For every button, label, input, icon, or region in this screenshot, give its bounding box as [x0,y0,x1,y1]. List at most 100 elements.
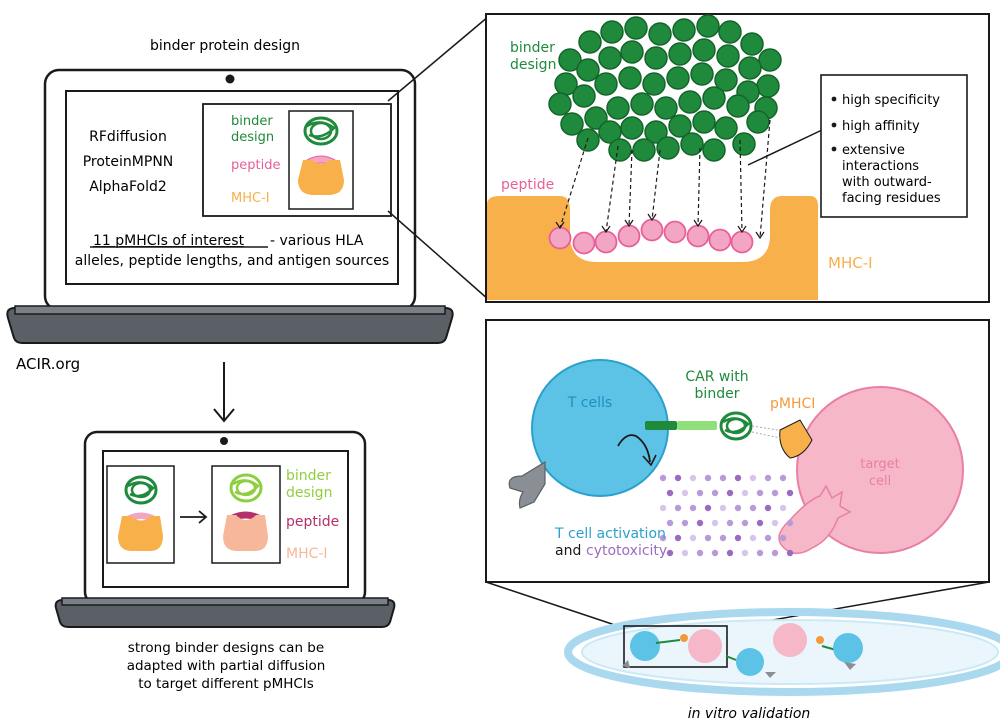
granule-dot [719,474,727,482]
car-contact-line2 [751,431,781,439]
zoom-panel: binder design peptide MHC-I high specifi… [485,13,990,303]
granule-dot [659,504,667,512]
activation-label: T cell activation [554,526,666,542]
activation-arrowhead [642,454,657,467]
original-mhc [118,516,163,551]
granule-dot [786,549,794,557]
contact-arrowhead [647,213,657,222]
granule-dot [764,504,772,512]
peptide-bead [617,224,641,248]
granule-dot [749,534,757,542]
granule-dot [734,534,742,542]
inset-binder-label: binder [231,114,273,129]
adapted-binder-scribble [229,473,263,503]
caption-line2: adapted with partial diffusion [127,658,326,674]
binder-bead [758,48,782,72]
granule-dot [666,519,674,527]
inset-design-label: design [231,130,274,145]
binder-bead [718,20,742,44]
bottom-laptop: binder design peptide MHC-I [54,430,396,628]
granule-dot [711,549,719,557]
granule-dot [666,489,674,497]
granule-dot [719,534,727,542]
dish-caption: in vitro validation [688,706,811,722]
granule-dot [726,519,734,527]
granule-dot [764,534,772,542]
top-laptop-base [6,307,454,344]
target-pmhci [779,419,813,459]
down-arrowhead [213,408,235,423]
contact-line [651,149,661,221]
binder-bead [756,74,780,98]
car-transmembrane [645,421,677,430]
binder-bead [672,18,696,42]
bullet-pointer [747,129,823,166]
zoom-binder-label: binder [510,40,555,56]
binder-bead [594,72,618,96]
binder-bead [740,32,764,56]
binder-bead [644,46,668,70]
granule-dot [771,519,779,527]
zoom-contact-lines [555,119,771,240]
binder-bead [714,68,738,92]
granule-dot [734,504,742,512]
granule-dot [779,474,787,482]
binder-bead [666,66,690,90]
and-label: and [555,543,581,559]
bottom-binder-label: binder [286,468,331,484]
peptide-bead [572,231,596,255]
granule-dot [779,504,787,512]
granule-dot [779,534,787,542]
binder-bead [714,116,738,140]
granule-dot [756,489,764,497]
granule-dot [704,504,712,512]
binder-bead [620,116,644,140]
binder-bead [668,42,692,66]
granule-dot [711,519,719,527]
binder-bead [746,110,770,134]
binder-bead [558,48,582,72]
binder-bead [606,96,630,120]
granule-dot [719,504,727,512]
peptide-bead [686,224,710,248]
granule-dot [666,549,674,557]
tool-alphafold2: AlphaFold2 [89,179,167,195]
binder-bead [702,86,726,110]
granule-dot [681,519,689,527]
bullet-specificity: high specificity [842,93,940,108]
granule-dot [741,489,749,497]
dish-cells [622,623,863,678]
bullet-dot-1 [831,96,837,102]
contact-line [605,145,619,233]
binder-bead [696,14,720,38]
bottom-laptop-base [54,599,396,628]
binder-bead [600,20,624,44]
pmhci-label: pMHCI [770,396,815,412]
top-laptop-hinge [14,305,446,315]
granule-dot [764,474,772,482]
granule-dot [659,474,667,482]
binder-bead [692,38,716,62]
panel-line-left [485,581,625,629]
granule-dot [696,489,704,497]
granule-dot [726,549,734,557]
binder-bead [678,90,702,114]
peptide-bead [548,226,572,250]
contact-line [759,119,771,239]
binder-bead [548,92,572,116]
zoom-binder-cluster [548,14,782,162]
bullet-extensive: extensive [842,143,905,158]
t-cell-label: T cells [567,395,612,411]
bottom-design-label: design [286,485,332,501]
binder-bead [608,138,632,162]
dish-zoom-box [623,625,728,668]
target-cell-label1: target [860,457,900,472]
properties-box [820,74,968,218]
zoom-mhc-label: MHC-I [828,254,873,272]
car-label2: binder [695,386,740,402]
granule-dot [696,549,704,557]
bullet-interactions: interactions [842,159,919,174]
zoom-line-top [387,15,490,102]
petri-dish [564,608,1000,696]
binder-bead [642,72,666,96]
